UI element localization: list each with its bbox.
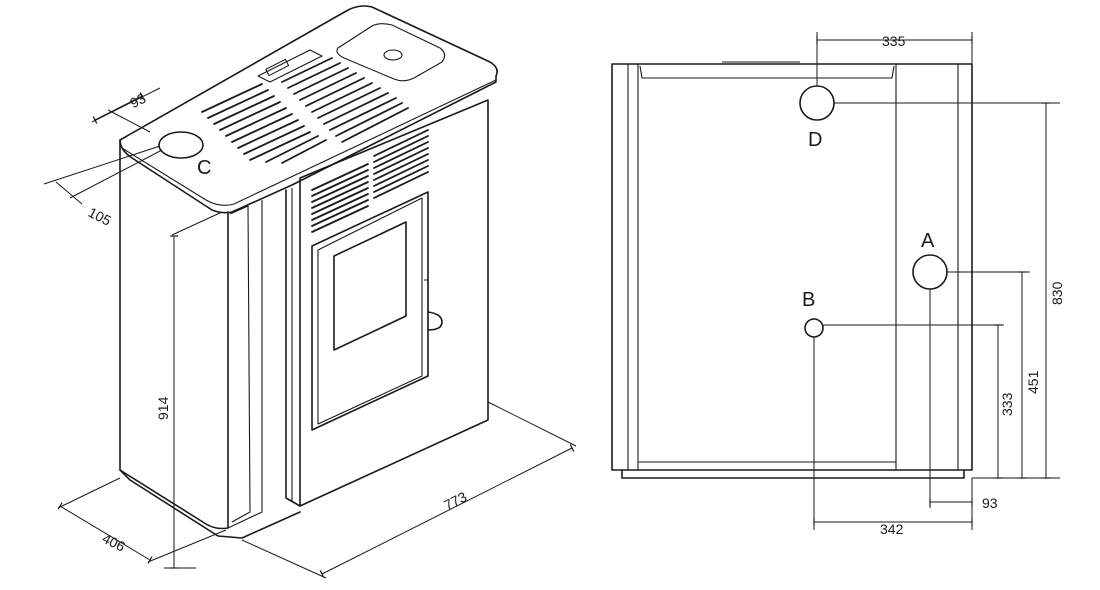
control-display [265,58,290,77]
left-side-panel [119,139,229,530]
dim-773: 773 [441,488,469,513]
outlet-d [799,85,835,121]
stove-top-edge [121,79,497,206]
flue-outlet-c [158,131,204,159]
label-b: B [802,289,815,311]
control-panel [257,49,323,83]
label-a: A [921,230,935,252]
right-side-column [285,189,301,507]
front-vent-grille [311,129,429,233]
dim-451: 451 [1025,370,1041,394]
dim-914: 914 [155,396,171,420]
dim-406: 406 [100,530,128,555]
hob-knob [383,49,403,61]
dim-342: 342 [880,521,904,537]
outlet-a [912,254,948,290]
hob-plate [336,23,446,82]
rear-view: D A B 335 830 451 333 93 342 [611,32,1065,537]
outlet-b [804,318,824,338]
isometric-view: C 93 [43,5,577,579]
door-handle [427,311,443,331]
stove-top-outline [119,5,498,214]
dim-335: 335 [882,33,906,49]
front-face [299,99,489,507]
dim-333: 333 [999,392,1015,416]
label-c: C [197,157,211,179]
dim-105: 105 [86,204,114,229]
dim-93-rear: 93 [982,495,998,511]
dim-93: 93 [127,90,148,111]
dim-830: 830 [1049,281,1065,305]
stove-base [119,469,301,539]
label-d: D [808,129,822,151]
rear-top-cap [639,65,895,79]
door-inner [317,197,423,425]
door-frame [311,191,429,431]
rear-body-outline [611,63,973,471]
top-vent-grille [201,57,409,164]
left-panel-bevel [229,205,251,523]
door-glass [333,221,407,351]
